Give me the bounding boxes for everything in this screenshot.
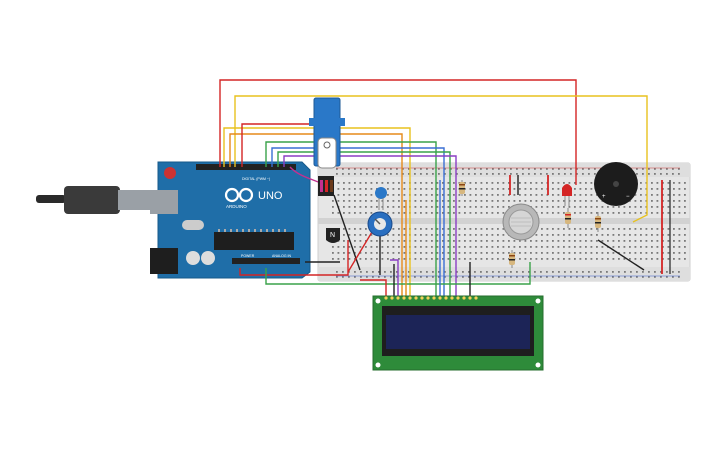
wire-black-servo bbox=[333, 194, 361, 271]
red-led[interactable] bbox=[562, 184, 572, 206]
resistors[interactable] bbox=[459, 180, 601, 268]
atmega-chip bbox=[214, 232, 294, 250]
analog-label: ANALOG IN bbox=[272, 254, 292, 258]
power-label: POWER bbox=[241, 254, 255, 258]
resistor-1 bbox=[459, 180, 465, 196]
potentiometer[interactable] bbox=[367, 211, 393, 237]
resistor-4 bbox=[595, 212, 601, 232]
wire-green-1 bbox=[265, 141, 437, 298]
transistor-mark: N bbox=[330, 232, 335, 239]
reset-button[interactable] bbox=[164, 167, 176, 179]
digital-header bbox=[196, 164, 296, 170]
lcd-16x2[interactable] bbox=[372, 295, 544, 371]
analog-header bbox=[232, 258, 300, 264]
lcd-pins bbox=[384, 296, 478, 300]
npn-transistor[interactable]: N bbox=[326, 228, 340, 243]
brand-label: UNO bbox=[258, 190, 283, 202]
wire-red-5v bbox=[239, 240, 349, 276]
micro-servo[interactable] bbox=[309, 97, 345, 196]
usb-cable[interactable] bbox=[36, 186, 160, 214]
piezo-buzzer[interactable]: + − bbox=[594, 162, 638, 206]
wire-red-pot bbox=[347, 231, 373, 273]
usb-port bbox=[150, 190, 178, 214]
wire-red-servo bbox=[241, 123, 330, 167]
wire-yellow-top bbox=[234, 95, 648, 223]
resistor-3 bbox=[565, 208, 571, 228]
digital-label: DIGITAL (PWM ~) bbox=[242, 177, 270, 181]
resistor-2 bbox=[509, 250, 515, 268]
wire-purple-lcd bbox=[390, 259, 399, 298]
logo-text: ARDUINO bbox=[226, 204, 247, 209]
power-jack bbox=[150, 248, 178, 274]
wire-blue-1 bbox=[271, 147, 445, 298]
wire-green-2 bbox=[277, 151, 451, 298]
wire-red-lcd bbox=[360, 279, 387, 298]
wire-red-top bbox=[219, 79, 577, 185]
blue-capacitor[interactable] bbox=[375, 187, 387, 210]
wire-black-diag bbox=[597, 239, 645, 271]
piezo-minus-label: − bbox=[626, 194, 630, 200]
arduino-board[interactable]: UNO ARDUINO DIGITAL (PWM ~) POWER ANALOG… bbox=[150, 161, 311, 279]
gas-sensor[interactable] bbox=[502, 203, 540, 241]
piezo-plus-label: + bbox=[602, 194, 606, 200]
wire-purple-1 bbox=[283, 155, 457, 298]
arduino-logo-icon bbox=[224, 187, 254, 203]
